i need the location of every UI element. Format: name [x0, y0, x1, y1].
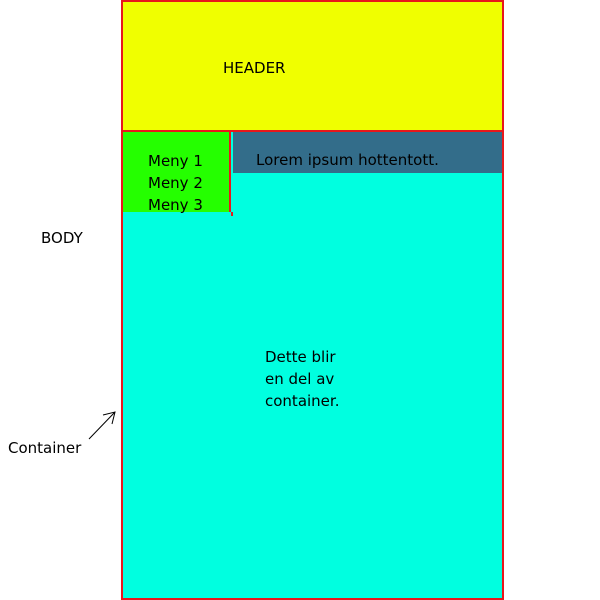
content-text: Dette blir en del av container.	[265, 346, 385, 412]
content-line: en del av	[265, 370, 335, 388]
content-line: Dette blir	[265, 348, 336, 366]
menu-item: Meny 2	[148, 174, 203, 192]
menu-divider	[231, 212, 233, 216]
menu-item: Meny 3	[148, 196, 203, 214]
header-label: HEADER	[223, 59, 286, 77]
menu-block: Meny 1 Meny 2 Meny 3	[123, 132, 231, 214]
menu-item: Meny 1	[148, 152, 203, 170]
container-box: HEADER Meny 1 Meny 2 Meny 3 Lorem ipsum …	[121, 0, 504, 600]
menu-list: Meny 1 Meny 2 Meny 3	[123, 150, 229, 216]
topbar-text: Lorem ipsum hottentott.	[256, 151, 439, 169]
topbar-block: Lorem ipsum hottentott.	[233, 132, 502, 173]
content-line: container.	[265, 392, 340, 410]
header-block: HEADER	[123, 2, 502, 132]
container-label: Container	[8, 439, 82, 457]
body-label: BODY	[41, 229, 83, 247]
